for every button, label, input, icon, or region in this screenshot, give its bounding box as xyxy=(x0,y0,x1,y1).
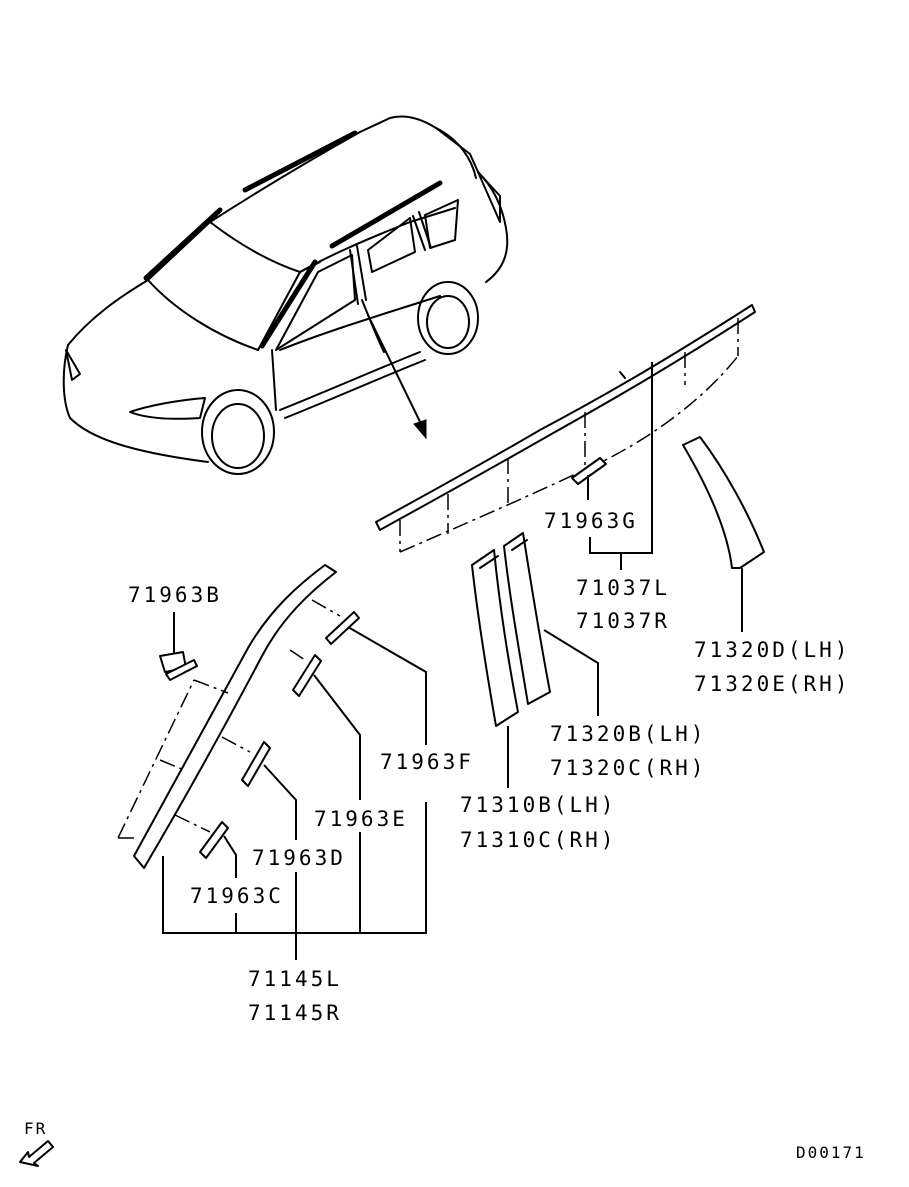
label-71037L: 71037L xyxy=(576,576,670,600)
rear-pillar-garnish-part xyxy=(682,436,765,632)
label-71320C: 71320C(RH) xyxy=(550,756,706,780)
label-71963C: 71963C xyxy=(190,884,284,908)
label-71320B: 71320B(LH) xyxy=(550,722,706,746)
front-arrow-icon xyxy=(19,1140,54,1167)
label-71310B: 71310B(LH) xyxy=(460,793,616,817)
roof-moulding-part xyxy=(375,304,756,570)
label-71963B: 71963B xyxy=(128,583,222,607)
label-71963E: 71963E xyxy=(314,807,408,831)
label-71145L: 71145L xyxy=(248,967,342,991)
a-pillar-moulding-part xyxy=(117,564,427,960)
label-71963D: 71963D xyxy=(252,846,346,870)
label-71037R: 71037R xyxy=(576,609,670,633)
drawing-code: D00171 xyxy=(796,1143,866,1162)
pillar-garnish-parts xyxy=(471,532,599,788)
vehicle-illustration xyxy=(62,115,509,475)
label-71320D: 71320D(LH) xyxy=(694,638,850,662)
label-71145R: 71145R xyxy=(248,1001,342,1025)
label-71963F: 71963F xyxy=(380,750,474,774)
front-label: FR xyxy=(24,1119,47,1138)
label-71963G: 71963G xyxy=(544,509,638,533)
part-labels: 71963G 71037L 71037R 71320D(LH) 71320E(R… xyxy=(128,509,850,1025)
label-71320E: 71320E(RH) xyxy=(694,672,850,696)
label-71310C: 71310C(RH) xyxy=(460,828,616,852)
front-indicator: FR xyxy=(19,1119,54,1167)
